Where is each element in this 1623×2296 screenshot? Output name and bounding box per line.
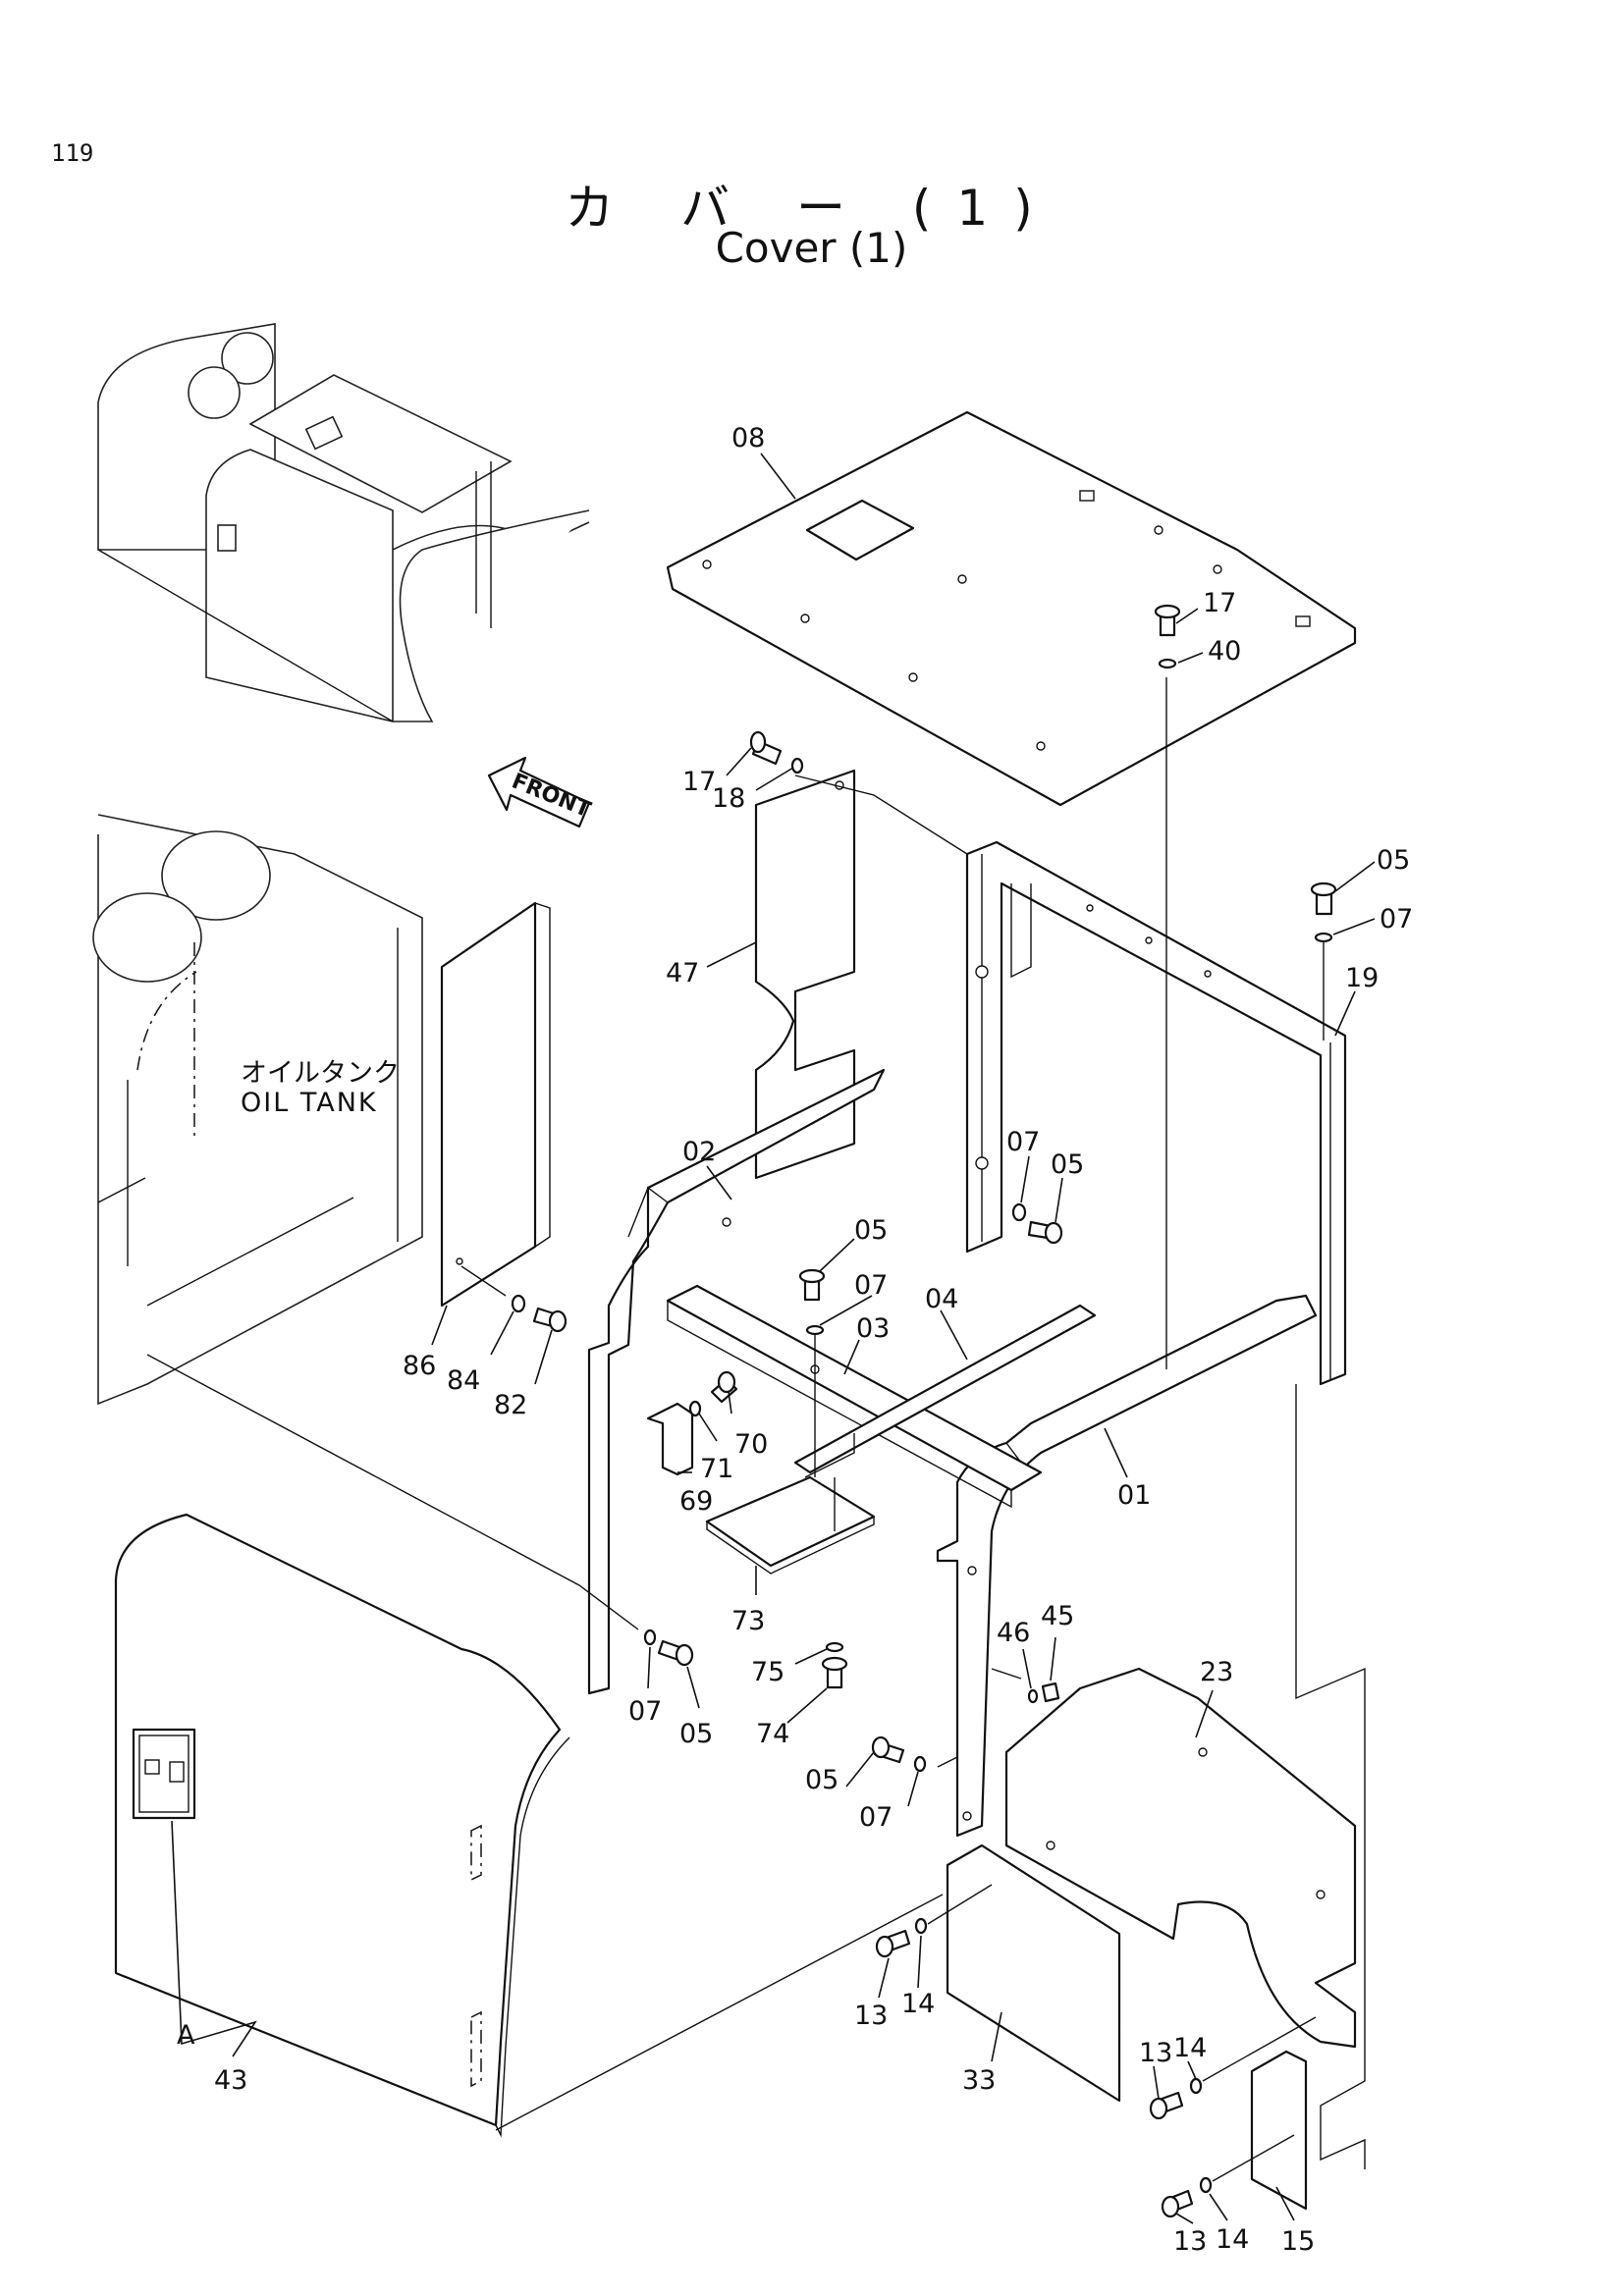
oil-tank-label-jp: オイルタンク [241, 1058, 400, 1089]
part-label: 14 [1216, 2224, 1249, 2255]
part-73-base-plate [705, 1475, 876, 1568]
part-label: 47 [666, 958, 699, 988]
part-label: 46 [997, 1618, 1030, 1648]
part-label: 03 [856, 1313, 890, 1344]
part-47-bracket [754, 769, 856, 1180]
part-label: 04 [925, 1284, 958, 1314]
part-label: 07 [859, 1802, 893, 1833]
part-label: 45 [1041, 1601, 1074, 1631]
part-label: 74 [756, 1719, 789, 1749]
part-label: 75 [751, 1657, 784, 1687]
part-label: 07 [1380, 904, 1413, 934]
part-label: 17 [682, 767, 716, 797]
page-number: 119 [51, 139, 94, 167]
part-label: 43 [214, 2065, 247, 2096]
front-direction-arrow: FRONT [487, 756, 594, 828]
part-label: 05 [1051, 1149, 1084, 1180]
oil-tank-label-en: OIL TANK [241, 1088, 378, 1118]
part-label: 14 [1173, 2033, 1207, 2063]
leader-lines [171, 453, 1376, 2224]
part-label: 13 [1173, 2226, 1207, 2257]
part-15-plate [1250, 2050, 1308, 2211]
part-label: 07 [854, 1270, 888, 1301]
part-label: 05 [1377, 845, 1410, 876]
assembly-lines [146, 677, 1366, 2182]
part-label: 01 [1117, 1480, 1151, 1511]
oil-tank [92, 814, 423, 1406]
part-label: 05 [854, 1215, 888, 1246]
part-label: 86 [403, 1351, 436, 1381]
fasteners [511, 604, 1337, 2218]
part-label: 13 [854, 2001, 888, 2031]
part-label: 84 [447, 1365, 480, 1396]
part-label: 07 [628, 1696, 662, 1727]
part-label: 18 [712, 783, 745, 814]
machine-overview [97, 323, 590, 723]
part-label: 73 [731, 1606, 765, 1636]
part-label: 40 [1208, 636, 1241, 667]
part-33-plate [946, 1843, 1121, 2103]
part-label: 02 [682, 1137, 716, 1167]
part-label: 33 [962, 2065, 996, 2096]
part-02-left-frame [587, 1068, 886, 1695]
part-label: 82 [494, 1390, 527, 1420]
part-43-side-cover [114, 1513, 570, 2138]
title-japanese: カ バ ー (1) [565, 180, 1058, 237]
part-03-cross-member [666, 1284, 1043, 1492]
part-label: 69 [679, 1486, 713, 1517]
part-label: 17 [1203, 588, 1236, 618]
part-label: 13 [1139, 2038, 1172, 2068]
part-23-lower-cover [1004, 1667, 1357, 2049]
part-label: 05 [679, 1719, 713, 1749]
part-label: 71 [700, 1454, 733, 1484]
part-04-strap [793, 1304, 1097, 1474]
part-label: 70 [734, 1429, 768, 1460]
part-number-labels: 08 17 40 17 18 47 05 07 19 02 07 05 05 0… [177, 423, 1413, 2257]
title-english: Cover (1) [715, 224, 908, 272]
detail-mark-a: A [177, 2020, 195, 2051]
part-08-top-plate [666, 410, 1357, 807]
part-label: 14 [901, 1989, 935, 2019]
part-86-side-panel [440, 901, 537, 1308]
part-label: 23 [1200, 1657, 1233, 1687]
part-label: 05 [805, 1765, 839, 1795]
part-19-upper-frame [965, 840, 1347, 1386]
part-label: 15 [1281, 2226, 1315, 2257]
part-label: 08 [731, 423, 765, 454]
part-69-bracket [646, 1402, 694, 1476]
part-label: 07 [1006, 1127, 1040, 1157]
part-label: 19 [1345, 963, 1379, 993]
